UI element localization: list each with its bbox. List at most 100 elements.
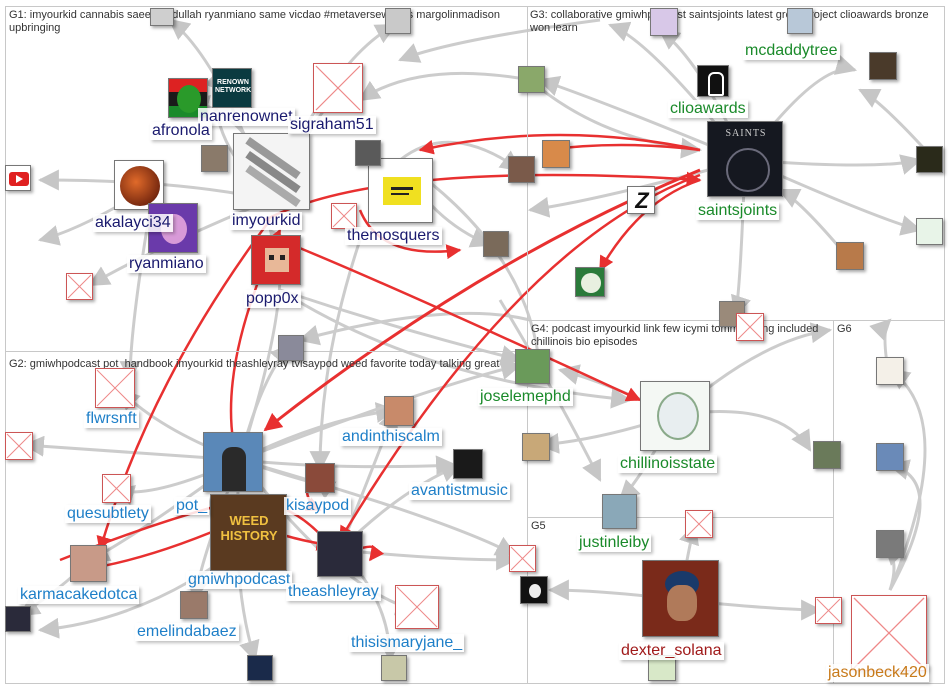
group-g4-title: G4: podcast imyourkid link few icymi tom… — [531, 323, 819, 348]
andinthiscalm-avatar[interactable] — [384, 396, 414, 426]
g1-topleft-avatar[interactable] — [150, 8, 174, 26]
group-g5-title: G5 — [531, 520, 546, 532]
g1-broken-avatar[interactable] — [331, 203, 357, 229]
g6-avatar-3[interactable] — [876, 530, 904, 558]
broken-image-icon — [103, 475, 130, 502]
label-theashleyray[interactable]: theashleyray — [286, 583, 381, 601]
label-kisaypod[interactable]: kisaypod — [284, 497, 352, 515]
saintsjoints-avatar[interactable]: SAINTS — [707, 121, 783, 197]
g2-broken-avatar-right[interactable] — [509, 545, 536, 572]
label-themosquers[interactable]: themosquers — [345, 227, 442, 245]
g4-avatar-left[interactable] — [522, 433, 550, 461]
theashleyray-avatar[interactable] — [317, 531, 363, 577]
g1-broken-avatar-2[interactable] — [66, 273, 93, 300]
quesubtlety-avatar[interactable] — [102, 474, 131, 503]
label-mcdaddytree[interactable]: mcdaddytree — [743, 42, 840, 60]
label-renownet[interactable]: nanrenownet — [198, 108, 295, 126]
label-thisismaryjane[interactable]: thisismaryjane_ — [349, 634, 465, 652]
g3-avatar-man[interactable] — [508, 156, 535, 183]
label-chillinoisstate[interactable]: chillinoisstate — [618, 455, 718, 473]
label-emelindabaez[interactable]: emelindabaez — [135, 623, 239, 641]
g5-avatar-left[interactable] — [520, 576, 548, 604]
g6-avatar-2[interactable] — [876, 443, 904, 471]
jasonbeck420-avatar[interactable] — [851, 595, 927, 671]
label-clioawards[interactable]: clioawards — [668, 100, 748, 118]
label-gmiwhpodcast[interactable]: gmiwhpodcast — [186, 571, 293, 589]
label-jasonbeck420[interactable]: jasonbeck420 — [826, 664, 929, 682]
label-avantistmusic[interactable]: avantistmusic — [409, 482, 510, 500]
g2-broken-avatar-left[interactable] — [5, 432, 33, 460]
thisismaryjane-avatar[interactable] — [395, 585, 439, 629]
renown-network-logo[interactable]: RENOWN NETWORK — [212, 68, 252, 108]
label-akalayci34[interactable]: akalayci34 — [93, 214, 173, 232]
label-justinleiby[interactable]: justinleiby — [577, 534, 652, 552]
label-quesubtlety[interactable]: quesubtlety — [65, 505, 151, 523]
imyourkid-avatar[interactable] — [233, 133, 310, 210]
label-joselemephd[interactable]: joselemephd — [478, 388, 573, 406]
pot-handbook-avatar[interactable] — [203, 432, 263, 492]
g2-avatar-bottomleft[interactable] — [5, 606, 31, 632]
label-karmacakedotca[interactable]: karmacakedotca — [18, 586, 140, 604]
popp0x-avatar[interactable] — [251, 235, 301, 285]
g1-small-avatar-2[interactable] — [355, 140, 381, 166]
broken-image-icon — [67, 274, 92, 299]
sigraham51-avatar[interactable] — [313, 63, 363, 113]
g1-top-avatar[interactable] — [385, 8, 411, 34]
g3-top-avatar-1[interactable] — [650, 8, 678, 36]
z-logo-text: Z — [635, 188, 649, 213]
g3-right-avatar[interactable] — [869, 52, 897, 80]
chillinoisstate-avatar[interactable] — [640, 381, 710, 451]
label-andinthiscalm[interactable]: andinthiscalm — [340, 428, 442, 446]
akalayci34-avatar[interactable] — [114, 160, 164, 210]
broken-image-icon — [686, 511, 712, 537]
label-afronola[interactable]: afronola — [150, 122, 212, 140]
avantistmusic-avatar[interactable] — [453, 449, 483, 479]
g3-top-avatar-2[interactable] — [787, 8, 813, 34]
g3-right-avatar-3[interactable] — [916, 218, 943, 245]
label-flwrsnft[interactable]: flwrsnft — [84, 410, 139, 428]
g3-avatar-woman[interactable] — [836, 242, 864, 270]
g5-broken-avatar[interactable] — [685, 510, 713, 538]
g6-avatar-1[interactable] — [876, 357, 904, 385]
dexter-solana-avatar[interactable] — [642, 560, 719, 637]
label-popp0x[interactable]: popp0x — [244, 290, 301, 308]
label-dexter-solana[interactable]: dexter_solana — [619, 642, 724, 660]
label-ryanmiano[interactable]: ryanmiano — [127, 255, 206, 273]
g1-user-avatar[interactable] — [483, 231, 509, 257]
justinleiby-avatar[interactable] — [602, 494, 637, 529]
group-g6-box — [833, 320, 945, 684]
kisaypod-avatar[interactable] — [305, 463, 335, 493]
g5-broken-avatar-right[interactable] — [815, 597, 842, 624]
label-saintsjoints[interactable]: saintsjoints — [696, 202, 780, 220]
weed-history-text: WEED HISTORY — [220, 513, 278, 543]
clioawards-avatar[interactable] — [697, 65, 729, 97]
group-g3-title: G3: collaborative gmiwhpodcast saintsjoi… — [530, 9, 929, 34]
g4-avatar-right[interactable] — [813, 441, 841, 469]
g1-user-avatar-2[interactable] — [278, 335, 304, 361]
broken-image-icon — [396, 586, 438, 628]
group-g6-title: G6 — [837, 323, 852, 335]
gmiwhpodcast-avatar[interactable]: WEED HISTORY — [210, 494, 287, 571]
g2-avatar-bottom[interactable] — [247, 655, 273, 681]
karmacakedotca-avatar[interactable] — [70, 545, 107, 582]
g3-avatar-flag[interactable] — [542, 140, 570, 168]
g1-small-avatar-1[interactable] — [201, 145, 228, 172]
youtube-icon[interactable] — [5, 165, 31, 191]
themosquers-avatar[interactable] — [368, 158, 433, 223]
label-sigraham51[interactable]: sigraham51 — [288, 116, 376, 134]
g3-right-avatar-2[interactable] — [916, 146, 943, 173]
broken-image-icon — [96, 369, 134, 407]
emelindabaez-avatar[interactable] — [180, 591, 208, 619]
g4-broken-avatar[interactable] — [736, 313, 764, 341]
g3-left-avatar[interactable] — [518, 66, 545, 93]
label-pot[interactable]: pot_ — [174, 497, 210, 515]
renown-logo-text: RENOWN NETWORK — [215, 79, 252, 94]
g2-avatar-bottom-2[interactable] — [381, 655, 407, 681]
flwrsnft-avatar[interactable] — [95, 368, 135, 408]
z-logo-avatar[interactable]: Z — [627, 186, 655, 214]
saints-logo-text: SAINTS — [725, 128, 767, 139]
label-imyourkid[interactable]: imyourkid — [230, 212, 303, 230]
broken-image-icon — [510, 546, 535, 571]
g3-green-badge[interactable] — [575, 267, 605, 297]
joselemephd-avatar[interactable] — [515, 349, 550, 384]
